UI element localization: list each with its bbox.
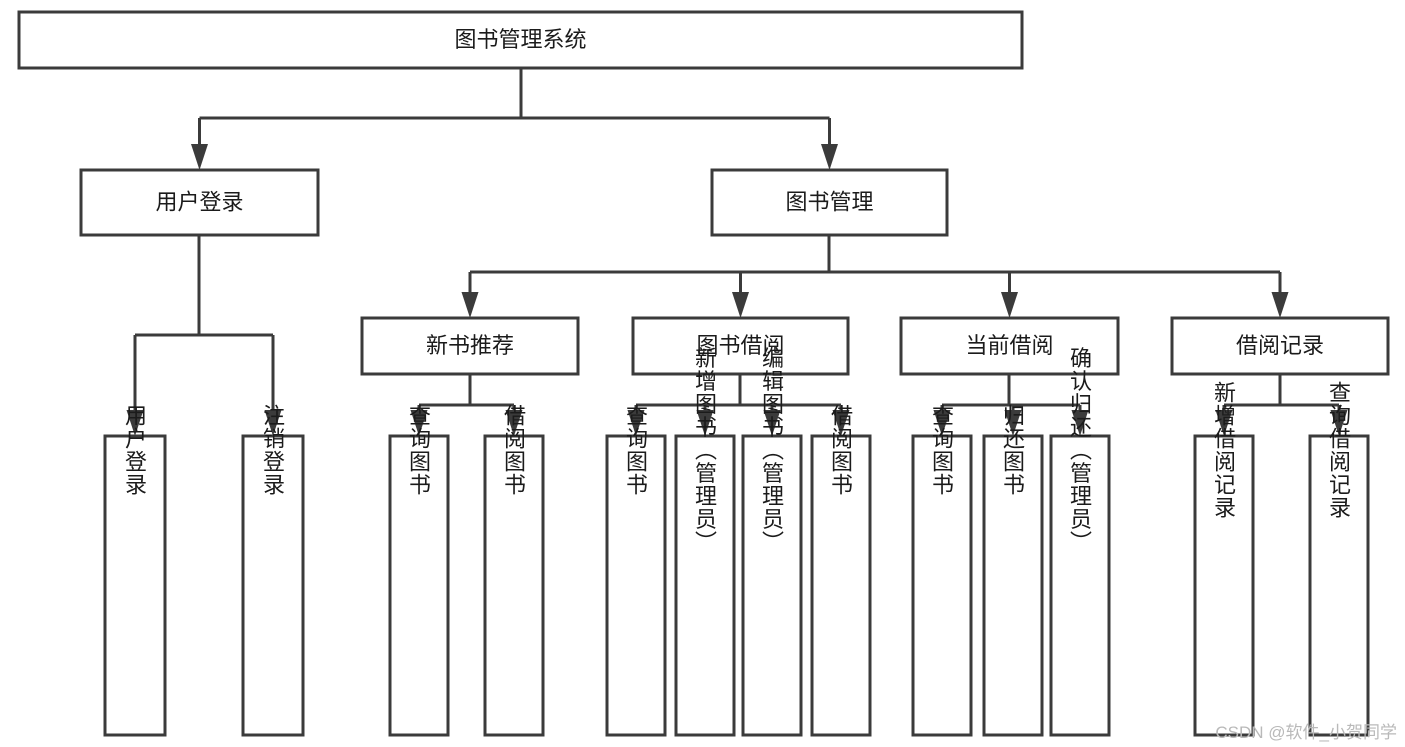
node-box[interactable] bbox=[911, 434, 973, 737]
node-label: 确认归还（管理员） bbox=[1067, 347, 1092, 554]
node-box[interactable] bbox=[710, 168, 949, 237]
node-label: 查询图书 bbox=[929, 404, 954, 496]
node-leaf-borrow-book-2[interactable]: 借阅图书 bbox=[810, 404, 872, 737]
node-borrow-record[interactable]: 借阅记录 bbox=[1170, 316, 1390, 376]
node-box[interactable] bbox=[605, 434, 667, 737]
arrowhead-icon bbox=[763, 410, 781, 436]
arrowhead-icon bbox=[1071, 410, 1089, 436]
node-box[interactable] bbox=[103, 434, 167, 737]
node-box[interactable] bbox=[982, 434, 1044, 737]
node-leaf-add-record[interactable]: 新增借阅记录 bbox=[1193, 381, 1255, 737]
node-leaf-borrow-book-1[interactable]: 借阅图书 bbox=[483, 404, 545, 737]
node-label: 编辑图书（管理员） bbox=[759, 347, 784, 554]
node-label: 用户登录 bbox=[155, 189, 243, 214]
node-label: 归还图书 bbox=[1000, 404, 1025, 496]
node-box[interactable] bbox=[810, 434, 872, 737]
node-leaf-query-book-2[interactable]: 查询图书 bbox=[605, 404, 667, 737]
connector-group-new_book_rec bbox=[410, 374, 523, 436]
connector-group-root bbox=[191, 68, 838, 170]
node-label: 图书借阅 bbox=[696, 333, 784, 358]
arrowhead-icon bbox=[1271, 292, 1289, 318]
node-box[interactable] bbox=[1170, 316, 1390, 376]
arrowhead-icon bbox=[1330, 410, 1348, 436]
node-leaf-edit-book[interactable]: 编辑图书（管理员） bbox=[741, 347, 803, 737]
node-leaf-return-book[interactable]: 归还图书 bbox=[982, 404, 1044, 737]
node-label: 当前借阅 bbox=[965, 333, 1053, 358]
node-label: 查询图书 bbox=[623, 404, 648, 496]
node-label: 图书管理系统 bbox=[454, 27, 586, 52]
node-leaf-add-book[interactable]: 新增图书（管理员） bbox=[674, 347, 736, 737]
node-label: 借阅记录 bbox=[1236, 333, 1324, 358]
node-leaf-query-book-1[interactable]: 查询图书 bbox=[388, 404, 450, 737]
connector-group-book_borrow bbox=[627, 374, 850, 436]
arrowhead-icon bbox=[732, 292, 749, 318]
node-new-book-rec[interactable]: 新书推荐 bbox=[360, 316, 580, 376]
arrowhead-icon bbox=[627, 410, 645, 436]
arrowhead-icon bbox=[126, 410, 144, 436]
node-box[interactable] bbox=[79, 168, 320, 237]
node-leaf-query-book-3[interactable]: 查询图书 bbox=[911, 404, 973, 737]
node-layer: 图书管理系统用户登录图书管理新书推荐图书借阅当前借阅借阅记录用户登录注销登录查询… bbox=[17, 10, 1390, 737]
arrowhead-icon bbox=[832, 410, 850, 436]
arrowhead-icon bbox=[1215, 410, 1233, 436]
arrowhead-icon bbox=[933, 410, 951, 436]
node-leaf-user-login[interactable]: 用户登录 bbox=[103, 404, 167, 737]
node-box[interactable] bbox=[241, 434, 305, 737]
node-label: 注销登录 bbox=[260, 404, 285, 496]
node-box[interactable] bbox=[17, 10, 1024, 70]
node-root[interactable]: 图书管理系统 bbox=[17, 10, 1024, 70]
connector-group-borrow_record bbox=[1215, 374, 1348, 436]
arrowhead-icon bbox=[505, 410, 523, 436]
node-box[interactable] bbox=[388, 434, 450, 737]
node-user-login[interactable]: 用户登录 bbox=[79, 168, 320, 237]
arrowhead-icon bbox=[696, 410, 714, 436]
node-leaf-query-record[interactable]: 查询借阅记录 bbox=[1308, 381, 1370, 737]
connector-group-user_login bbox=[126, 235, 282, 436]
node-label: 新增图书（管理员） bbox=[692, 347, 717, 554]
arrowhead-icon bbox=[1001, 292, 1018, 318]
node-label: 用户登录 bbox=[122, 404, 147, 496]
node-box[interactable] bbox=[360, 316, 580, 376]
arrowhead-icon bbox=[410, 410, 428, 436]
node-box[interactable] bbox=[1049, 434, 1111, 737]
arrowhead-icon bbox=[821, 144, 838, 170]
node-box[interactable] bbox=[1308, 434, 1370, 737]
node-label: 图书管理 bbox=[785, 189, 873, 214]
node-box[interactable] bbox=[483, 434, 545, 737]
node-box[interactable] bbox=[1193, 434, 1255, 737]
node-book-borrow[interactable]: 图书借阅 bbox=[631, 316, 850, 376]
arrowhead-icon bbox=[1004, 410, 1022, 436]
node-label: 借阅图书 bbox=[501, 404, 526, 496]
node-box[interactable] bbox=[631, 316, 850, 376]
node-book-manage[interactable]: 图书管理 bbox=[710, 168, 949, 237]
arrowhead-icon bbox=[191, 144, 208, 170]
node-label: 借阅图书 bbox=[828, 404, 853, 496]
node-label: 新增借阅记录 bbox=[1211, 381, 1236, 519]
node-box[interactable] bbox=[674, 434, 736, 737]
connector-layer bbox=[126, 68, 1348, 436]
node-label: 查询图书 bbox=[406, 404, 431, 496]
connector-group-book_manage bbox=[461, 235, 1289, 318]
arrowhead-icon bbox=[264, 410, 282, 436]
node-leaf-confirm-return[interactable]: 确认归还（管理员） bbox=[1049, 347, 1111, 737]
node-box[interactable] bbox=[741, 434, 803, 737]
connector-group-current_borrow bbox=[933, 374, 1089, 436]
arrowhead-icon bbox=[461, 292, 479, 318]
node-current-borrow[interactable]: 当前借阅 bbox=[899, 316, 1120, 376]
node-label: 查询借阅记录 bbox=[1326, 381, 1351, 519]
node-box[interactable] bbox=[899, 316, 1120, 376]
node-label: 新书推荐 bbox=[426, 333, 514, 358]
node-leaf-logout[interactable]: 注销登录 bbox=[241, 404, 305, 737]
